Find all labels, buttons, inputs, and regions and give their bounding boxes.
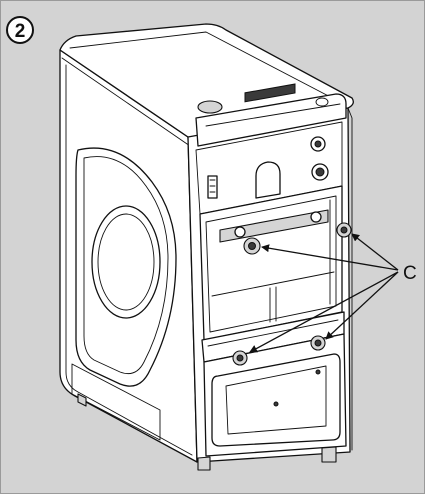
- callout-leader: [249, 271, 399, 353]
- step-number-badge: 2: [6, 16, 34, 44]
- callout-leader: [261, 244, 399, 271]
- lower-cover-dot: [273, 401, 279, 407]
- side-lower-recess: [71, 363, 161, 441]
- screw-center: [340, 226, 348, 234]
- side-door-glass: [97, 213, 155, 311]
- rail-screw-left: [234, 226, 246, 238]
- panel-rail: [219, 209, 329, 243]
- side-door-window: [91, 205, 161, 319]
- water-inlet-upper-core: [314, 140, 322, 148]
- back-vent-slots: [209, 179, 216, 193]
- panel-rib: [269, 286, 277, 323]
- rear-panel-screw: [336, 222, 352, 238]
- foot-right: [321, 446, 337, 463]
- side-contour: [65, 64, 193, 456]
- callout-leader: [351, 233, 399, 271]
- rear-panel-screw: [232, 350, 248, 366]
- top-cap: [197, 100, 223, 114]
- screw-center: [236, 354, 244, 362]
- back-right-edge: [347, 107, 353, 451]
- back-top-strip-line: [205, 103, 341, 127]
- step-number: 2: [15, 21, 26, 42]
- cabinet-left-side: [59, 49, 198, 463]
- side-door-inner: [83, 156, 169, 375]
- back-vent: [207, 175, 218, 199]
- display-slot: [244, 83, 296, 103]
- side-door-frame: [75, 147, 177, 387]
- divider-band-line: [207, 319, 339, 347]
- step-number-circle: [6, 16, 34, 44]
- cabinet-top-front-edge: [61, 57, 191, 147]
- lower-access-cover: [225, 365, 327, 435]
- rear-panel-screws: [232, 222, 352, 366]
- callout-leaders: [249, 233, 399, 353]
- water-inlet-lower-core: [315, 167, 325, 177]
- back-hook: [255, 161, 281, 199]
- lower-cover-dot: [315, 369, 321, 375]
- foot-left: [197, 456, 211, 471]
- callout-label: C: [403, 263, 417, 284]
- rear-panel-screw: [310, 335, 326, 351]
- rear-panel-screw: [243, 237, 261, 255]
- back-top-strip: [195, 93, 347, 147]
- washer-dryer-cabinet: [59, 23, 354, 471]
- rail-screw-right: [310, 211, 322, 223]
- callout-leader: [325, 271, 399, 340]
- foot-front: [77, 393, 87, 407]
- screw-center: [314, 339, 322, 347]
- panel-seam: [211, 271, 335, 297]
- lower-access-frame: [211, 353, 341, 447]
- cabinet-top-edge: [69, 31, 341, 103]
- screw-center: [248, 242, 256, 250]
- top-knob: [315, 97, 329, 107]
